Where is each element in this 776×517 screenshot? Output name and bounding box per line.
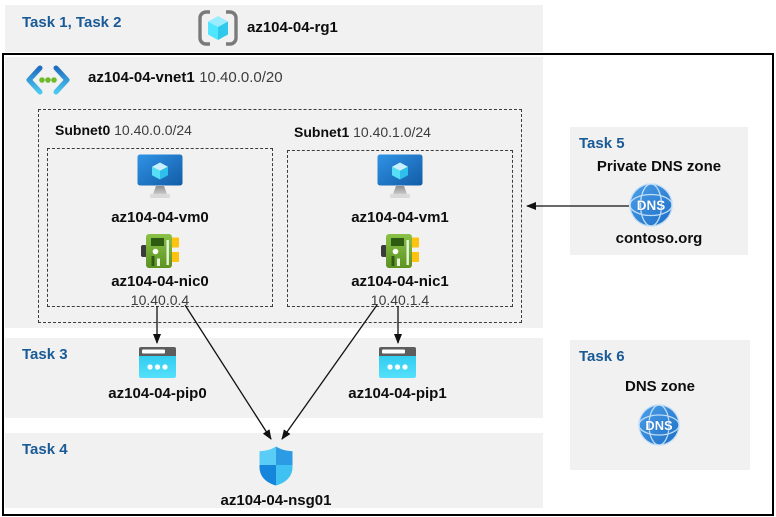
- dns-zone-icon: DNS: [638, 404, 680, 446]
- nsg-group: az104-04-nsg01: [196, 446, 356, 509]
- public-ip-icon: [139, 347, 176, 378]
- private-dns-zone-title: Private DNS zone: [596, 158, 722, 175]
- task4-label: Task 4: [22, 441, 68, 458]
- pip1-name: az104-04-pip1: [348, 385, 447, 402]
- subnet1-cidr: 10.40.1.0/24: [353, 124, 431, 140]
- nic1-ip: 10.40.1.4: [370, 292, 430, 308]
- vnet-title: az104-04-vnet1 10.40.0.0/20: [88, 69, 283, 87]
- subnet1-content: az104-04-vm1 az104-04-nic1 10.40.1.4: [287, 148, 513, 308]
- resource-group-name: az104-04-rg1: [247, 19, 338, 36]
- task3-label: Task 3: [22, 346, 68, 363]
- subnet0-label: Subnet0 10.40.0.0/24: [55, 122, 192, 138]
- subnet0-content: az104-04-vm0 az104-04-nic0 10.40.0.4: [47, 148, 273, 308]
- virtual-machine-icon: [137, 154, 183, 198]
- task5-box: Task 5 Private DNS zone DNS contoso.org: [570, 127, 748, 255]
- resource-group-icon: [198, 10, 238, 46]
- task6-box: Task 6 DNS zone DNS: [570, 340, 750, 470]
- network-interface-icon: [141, 234, 179, 268]
- dns-zone-title: DNS zone: [624, 378, 695, 395]
- task-1-2-label: Task 1, Task 2: [22, 14, 122, 31]
- nic0-name: az104-04-nic0: [111, 273, 209, 290]
- virtual-machine-icon: [377, 154, 423, 198]
- vnet-name: az104-04-vnet1: [88, 69, 195, 86]
- vnet-cidr: 10.40.0.0/20: [199, 69, 283, 86]
- dns-zone-icon: DNS: [629, 183, 673, 227]
- pip0-group: az104-04-pip0: [80, 347, 235, 402]
- nic0-ip: 10.40.0.4: [130, 292, 190, 308]
- public-ip-icon: [379, 347, 416, 378]
- pip1-group: az104-04-pip1: [320, 347, 475, 402]
- dns-icon-text: DNS: [645, 418, 673, 433]
- pip0-name: az104-04-pip0: [108, 385, 207, 402]
- task5-label: Task 5: [579, 135, 625, 152]
- subnet1-box: [287, 150, 513, 307]
- subnet1-name: Subnet1: [294, 124, 350, 140]
- vnet-area: [5, 57, 543, 328]
- resource-group-band: [5, 5, 543, 52]
- dns-icon-text: DNS: [637, 198, 666, 213]
- vm1-name: az104-04-vm1: [351, 209, 449, 226]
- network-interface-icon: [381, 234, 419, 268]
- subnet0-name: Subnet0: [55, 122, 111, 138]
- subnet0-cidr: 10.40.0.0/24: [114, 122, 192, 138]
- subnets-outer-box: [38, 109, 522, 323]
- virtual-network-icon: [26, 65, 70, 95]
- subnet1-label: Subnet1 10.40.1.0/24: [294, 124, 431, 140]
- resource-group-box: [2, 53, 774, 516]
- task6-label: Task 6: [579, 348, 625, 365]
- nsg-name: az104-04-nsg01: [220, 492, 332, 509]
- nic1-name: az104-04-nic1: [351, 273, 449, 290]
- task3-band: [5, 338, 543, 418]
- private-dns-zone-name: contoso.org: [615, 230, 703, 247]
- vm0-name: az104-04-vm0: [111, 209, 209, 226]
- subnet0-box: [47, 148, 273, 307]
- network-security-group-icon: [259, 446, 293, 486]
